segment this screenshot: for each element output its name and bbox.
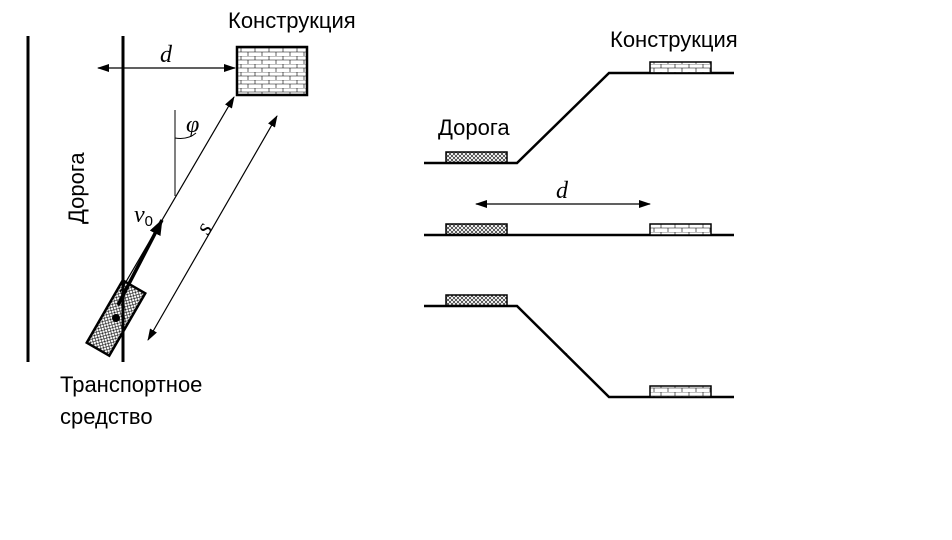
right-profile-views: Конструкция Дорога d [424, 27, 738, 399]
vehicle-label-line2: средство [60, 404, 153, 429]
profile-level: d [424, 178, 734, 237]
path-s-arrow [147, 115, 278, 341]
path-s-symbol: s [191, 218, 218, 239]
vehicle [85, 278, 147, 358]
distance-d-symbol: d [160, 42, 173, 68]
structure-block [235, 45, 309, 97]
trajectory-line [119, 96, 235, 293]
road-block [445, 151, 508, 164]
profile-upslope [424, 61, 734, 165]
structure-block-small [649, 385, 712, 398]
vehicle-label-line1: Транспортное [60, 372, 202, 397]
road-block [445, 294, 508, 307]
road-label-vertical: Дорога [64, 152, 89, 224]
road-block [445, 223, 508, 236]
angle-phi-symbol: φ [186, 112, 199, 138]
structure-label-right: Конструкция [610, 27, 738, 52]
velocity-symbol: v0 [134, 202, 153, 230]
left-plan-view: Дорога Конструкция d φ v0 s Транспортное… [26, 8, 356, 429]
structure-block-small [649, 61, 712, 74]
profile-downslope [424, 294, 734, 399]
structure-block-small [649, 223, 712, 236]
road-label-right: Дорога [438, 115, 510, 140]
structure-label-left: Конструкция [228, 8, 356, 33]
distance-d-symbol-right: d [556, 178, 569, 204]
